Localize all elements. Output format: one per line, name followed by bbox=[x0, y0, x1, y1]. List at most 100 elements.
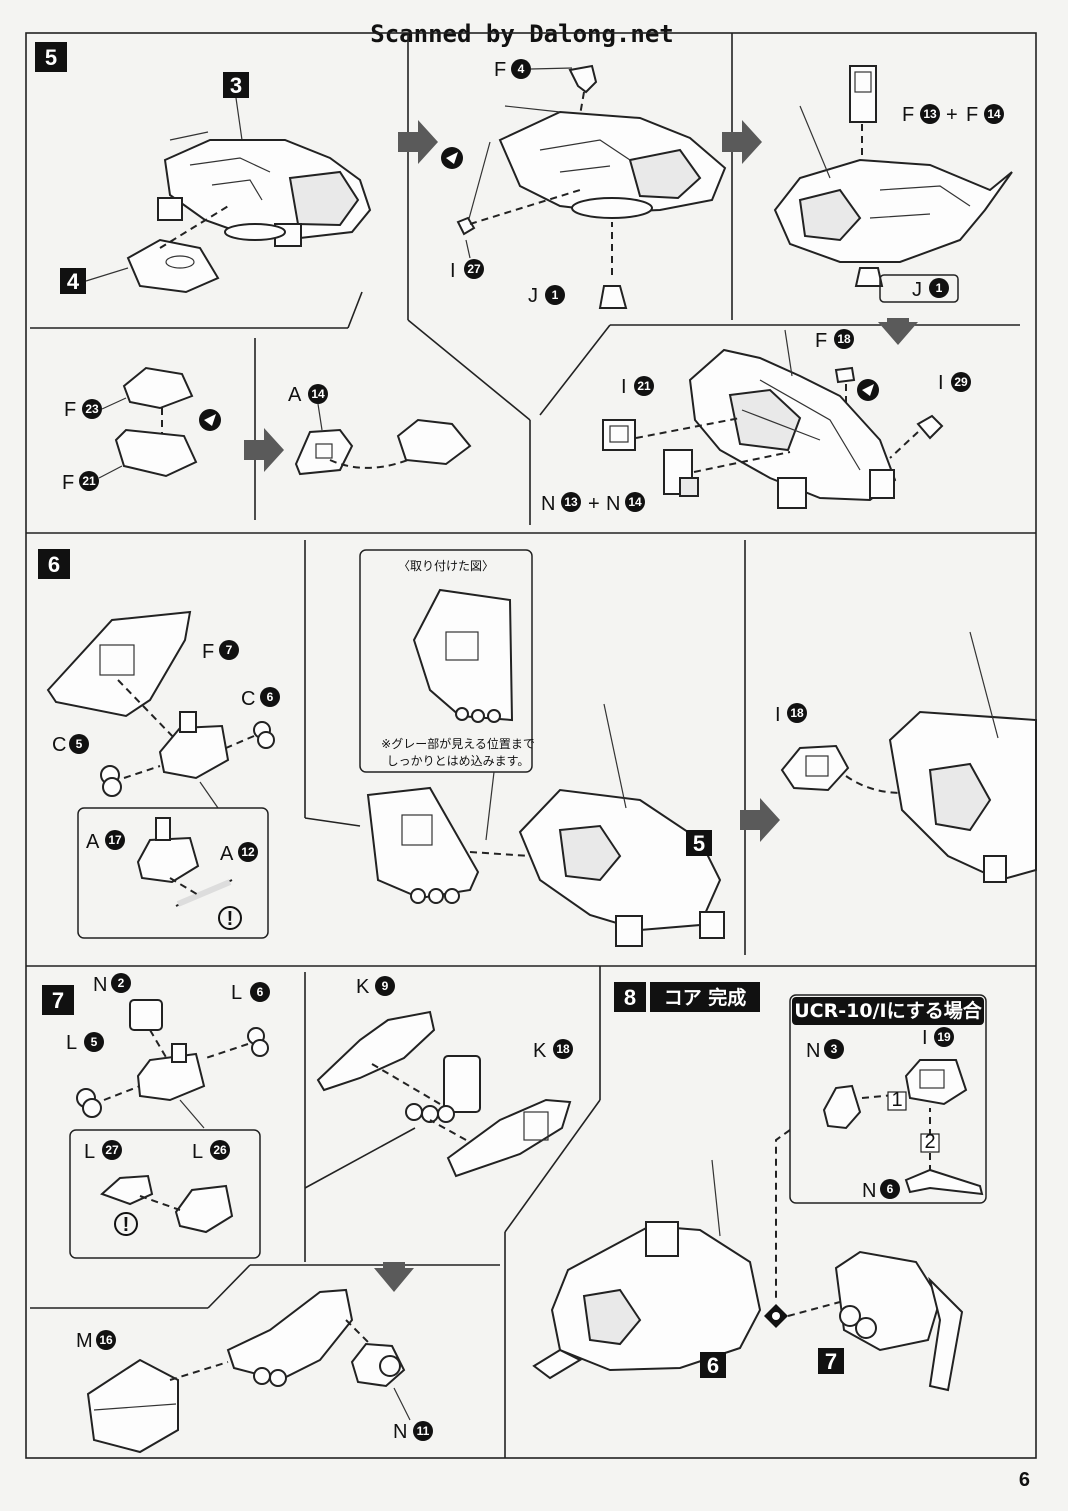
part-letter: I bbox=[938, 372, 944, 394]
part-number: 29 bbox=[954, 375, 968, 389]
magazine-illustration bbox=[405, 1055, 481, 1123]
part-number: 5 bbox=[76, 737, 83, 751]
part-letter: N bbox=[393, 1421, 407, 1443]
detail-inset bbox=[69, 1129, 261, 1259]
part-letter: F bbox=[815, 330, 827, 352]
svg-text:!: ! bbox=[123, 1214, 130, 1236]
part-label-f4: F 4 bbox=[494, 59, 531, 81]
part-letter: A bbox=[86, 831, 100, 853]
part-label-c5: C 5 bbox=[52, 734, 89, 756]
part-letter: I bbox=[450, 260, 456, 282]
callout-badge bbox=[818, 1348, 844, 1374]
scan-credit: Scanned by Dalong.net bbox=[370, 20, 673, 48]
part-number: 13 bbox=[923, 107, 937, 121]
part-letter: N bbox=[541, 493, 555, 515]
plus-sign: + bbox=[946, 104, 958, 126]
alt-config-title-bar bbox=[792, 997, 984, 1025]
part-number: 5 bbox=[91, 1035, 98, 1049]
caution-icon: ! bbox=[114, 1212, 138, 1236]
ship-body-illustration-4 bbox=[688, 329, 897, 509]
decal-icon bbox=[441, 147, 463, 169]
part-label-l6: L 6 bbox=[231, 982, 270, 1004]
part-number: 4 bbox=[518, 62, 525, 76]
part-number: 2 bbox=[118, 976, 125, 990]
part-label-f7: F 7 bbox=[202, 640, 239, 663]
part-label-n6: N 6 bbox=[862, 1179, 900, 1202]
part-letter: A bbox=[288, 384, 302, 406]
part-number: 1 bbox=[936, 281, 943, 295]
part-letter: M bbox=[76, 1330, 93, 1352]
part-letter: J bbox=[528, 285, 538, 307]
alt-config-box bbox=[789, 994, 987, 1204]
part-label-i18: I 18 bbox=[775, 703, 807, 726]
part-letter: N bbox=[862, 1180, 876, 1202]
step-7-panel: 7 N 2 L 6 L 5 L bbox=[42, 973, 573, 1454]
part-letter: A bbox=[220, 843, 234, 865]
part-label-i21: I 21 bbox=[621, 376, 654, 398]
side-plate-illustration bbox=[366, 786, 480, 904]
part-letter: F bbox=[494, 59, 506, 81]
callout-number: 4 bbox=[67, 269, 80, 294]
step-number-badge bbox=[38, 549, 70, 579]
part-label-n13n14: N 13 + N 14 bbox=[541, 492, 645, 515]
step-number-badge bbox=[42, 985, 74, 1015]
step-number: 5 bbox=[45, 45, 57, 70]
connector-illustration-2 bbox=[136, 1043, 206, 1102]
step-5-panel: 5 3 4 F 4 bbox=[35, 42, 1013, 515]
note-line: ※グレー部が見える位置まで bbox=[381, 736, 535, 751]
part-letter: C bbox=[52, 734, 66, 756]
step-number-badge bbox=[614, 982, 646, 1012]
part-number: 9 bbox=[382, 979, 389, 993]
part-letter: K bbox=[533, 1040, 547, 1062]
step-title: コア 完成 bbox=[664, 986, 747, 1009]
part-number: 12 bbox=[241, 845, 255, 859]
callout-badge bbox=[223, 72, 249, 98]
progress-arrows bbox=[244, 120, 918, 1292]
part-number: 18 bbox=[837, 332, 851, 346]
plus-sign: + bbox=[588, 493, 600, 515]
decal-icon bbox=[199, 409, 221, 431]
part-label-a12: A 12 bbox=[220, 842, 258, 865]
svg-text:!: ! bbox=[227, 908, 234, 930]
ship-body-illustration bbox=[157, 131, 372, 247]
step-number: 8 bbox=[624, 985, 636, 1010]
part-number: 6 bbox=[267, 690, 274, 704]
part-number: 14 bbox=[311, 387, 325, 401]
step-8-panel: 8 コア 完成 UCR-10/Iにする場合 N 3 I 19 1 2 N 6 bbox=[532, 982, 987, 1392]
part-label-i27: I 27 bbox=[450, 259, 484, 282]
inset-title: 〈取り付けた図〉 bbox=[398, 559, 494, 573]
part-letter: L bbox=[84, 1141, 95, 1163]
part-letter: F bbox=[966, 104, 978, 126]
part-label-f21: F 21 bbox=[62, 471, 99, 494]
alt-config-title: UCR-10/Iにする場合 bbox=[794, 999, 983, 1022]
part-letter: N bbox=[806, 1040, 820, 1062]
part-label-l26: L 26 bbox=[192, 1140, 230, 1163]
n11-part-illustration bbox=[350, 1342, 406, 1388]
part-number: 7 bbox=[226, 643, 233, 657]
step-title-bar bbox=[650, 982, 760, 1012]
part-number: 21 bbox=[637, 379, 651, 393]
part-letter: K bbox=[356, 976, 370, 998]
part-number: 18 bbox=[556, 1042, 570, 1056]
order-tag bbox=[887, 1091, 907, 1111]
part-letter: L bbox=[66, 1032, 77, 1054]
part-letter: I bbox=[621, 376, 627, 398]
detail-inset bbox=[77, 807, 269, 939]
connector-illustration bbox=[158, 711, 230, 780]
part-number: 14 bbox=[987, 107, 1001, 121]
part-number: 3 bbox=[831, 1042, 838, 1056]
part-number: 6 bbox=[257, 985, 264, 999]
part-letter: J bbox=[912, 279, 922, 301]
part-number: 19 bbox=[937, 1030, 951, 1044]
note-line: しっかりとはめ込みます。 bbox=[387, 754, 530, 768]
core-body-illustration bbox=[532, 1159, 762, 1380]
part-label-n11: N 11 bbox=[393, 1421, 433, 1443]
part-label-n3: N 3 bbox=[806, 1039, 844, 1062]
step-6-panel: 6 F 7 C 6 C 5 A bbox=[38, 549, 1037, 947]
installed-view-inset bbox=[359, 549, 533, 773]
part-number: 11 bbox=[417, 1424, 430, 1438]
part-label-c6: C 6 bbox=[241, 687, 280, 710]
part-number: 23 bbox=[85, 402, 99, 416]
order-number: 1 bbox=[891, 1089, 902, 1111]
step-number: 6 bbox=[48, 552, 60, 577]
